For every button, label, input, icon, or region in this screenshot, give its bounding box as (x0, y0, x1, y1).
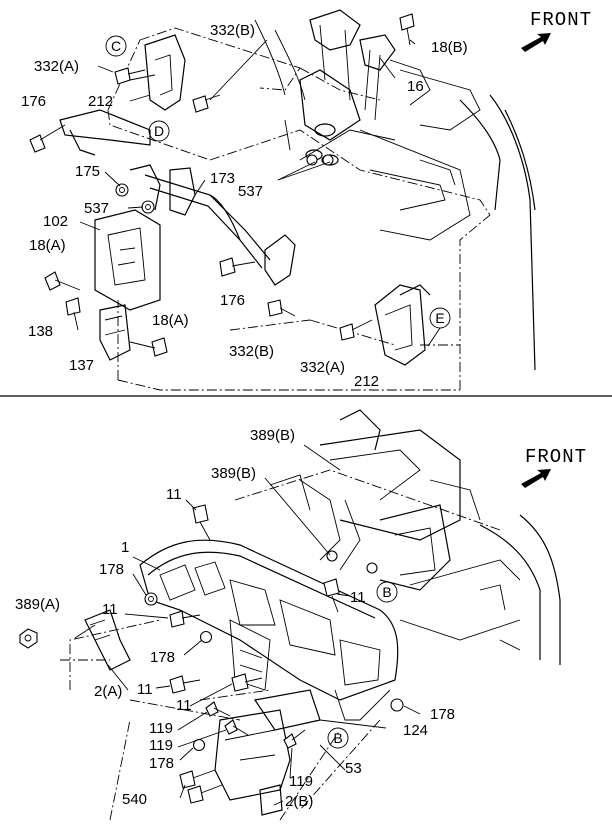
callout-332a-bottom: 332(A) (300, 359, 345, 376)
svg-text:D: D (154, 123, 164, 139)
callout-176-mid: 176 (220, 292, 245, 309)
nut-icon (366, 562, 378, 574)
callout-212: 212 (88, 93, 113, 110)
bolt-icon (114, 67, 146, 85)
bolt-icon (399, 13, 415, 46)
callout-332b-bottom: 332(B) (229, 343, 274, 360)
callout-119-c: 119 (289, 773, 313, 790)
callout-11-lower-2: 11 (176, 697, 192, 714)
callout-173: 173 (210, 170, 235, 187)
callout-537-center: 537 (238, 183, 263, 200)
nut-icon (141, 200, 155, 214)
nut-icon (326, 550, 338, 562)
nut-icon (144, 592, 158, 606)
screw-icon (283, 729, 306, 749)
callout-102: 102 (43, 213, 68, 230)
callout-175: 175 (75, 163, 100, 180)
callout-circle-b: B (376, 581, 398, 603)
callout-circle-c: C (105, 35, 127, 57)
callout-389b-lower: 389(B) (211, 465, 256, 482)
svg-text:B: B (333, 730, 342, 746)
callout-119-b: 119 (149, 737, 173, 754)
nut-icon (390, 698, 404, 712)
nut-icon (199, 630, 213, 644)
callout-53: 53 (345, 760, 362, 777)
callout-11-left: 11 (102, 601, 118, 618)
bolt-icon (179, 769, 216, 789)
nut-icon (19, 628, 38, 649)
bolt-icon (29, 124, 66, 153)
callout-540: 540 (122, 791, 147, 808)
top-diagram: FRONT (21, 9, 592, 391)
callout-18b: 18(B) (431, 39, 468, 56)
bolt-icon (231, 673, 263, 692)
svg-text:B: B (382, 584, 391, 600)
callout-circle-e: E (429, 307, 451, 329)
bolt-icon (169, 610, 201, 628)
callout-176: 176 (21, 93, 46, 110)
callout-circle-b-lower: B (327, 727, 349, 749)
bolt-icon (187, 784, 223, 804)
bolt-icon (65, 297, 81, 331)
screw-icon (224, 719, 249, 736)
bolt-icon (169, 675, 201, 694)
bolt-icon (219, 257, 256, 277)
callout-178-mid: 178 (150, 649, 175, 666)
bolt-icon (44, 271, 81, 291)
callout-537: 537 (84, 200, 109, 217)
callout-2a: 2(A) (94, 683, 122, 700)
callout-124: 124 (403, 722, 428, 739)
callout-389a: 389(A) (15, 596, 60, 613)
nut-icon (306, 154, 334, 166)
callout-212-right: 212 (354, 373, 379, 390)
callout-circle-d: D (148, 120, 170, 142)
bolt-icon (192, 504, 211, 541)
callout-11-center: 11 (350, 589, 366, 606)
callout-178-right: 178 (430, 706, 455, 723)
front-arrow-icon (521, 33, 551, 52)
callout-2b: 2(B) (285, 793, 313, 810)
callout-11-lower: 11 (137, 681, 153, 698)
callout-332b-top: 332(B) (210, 22, 255, 39)
front-label-bottom: FRONT (525, 446, 587, 468)
callout-178: 178 (99, 561, 124, 578)
bolt-icon (129, 337, 168, 357)
callout-1: 1 (121, 539, 129, 556)
callout-389b-upper: 389(B) (250, 427, 295, 444)
screw-icon (205, 701, 231, 717)
bolt-icon (339, 319, 373, 341)
callout-119-a: 119 (149, 720, 173, 737)
callout-11-top: 11 (166, 486, 182, 503)
svg-text:C: C (111, 38, 121, 54)
bolt-icon (267, 299, 296, 317)
callout-18a: 18(A) (29, 237, 66, 254)
callout-332a: 332(A) (34, 58, 79, 75)
front-label-top: FRONT (530, 9, 592, 31)
callout-138: 138 (28, 323, 53, 340)
nut-icon (115, 183, 129, 197)
bolt-icon (323, 578, 340, 613)
bottom-diagram: FRONT (15, 409, 587, 821)
callout-16: 16 (407, 78, 424, 95)
svg-text:E: E (435, 310, 444, 326)
callout-178-lower: 178 (149, 755, 174, 772)
bolt-icon (192, 94, 221, 113)
callout-137: 137 (69, 357, 94, 374)
front-arrow-icon (521, 469, 551, 488)
callout-18a-lower: 18(A) (152, 312, 189, 329)
